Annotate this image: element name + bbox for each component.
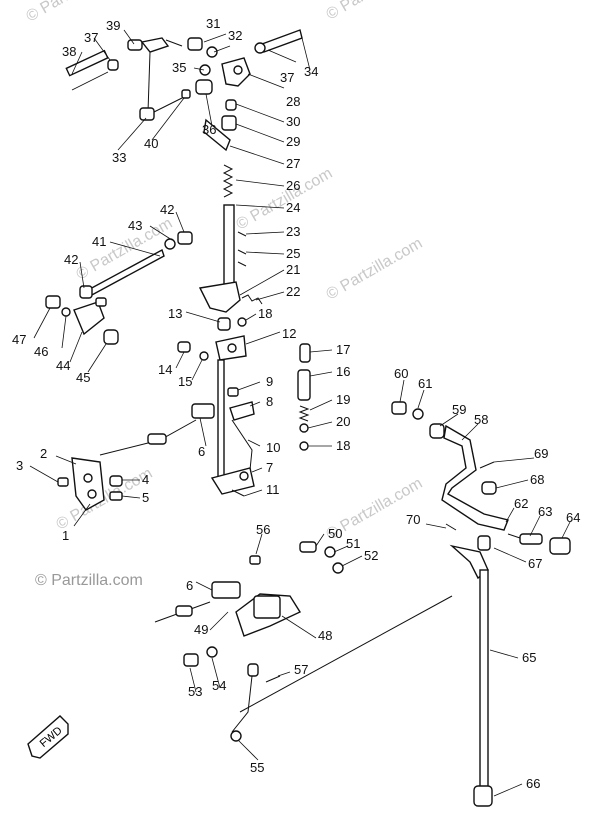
middle-shaft-assembly — [99, 335, 311, 497]
part-label-25: 25 — [286, 246, 300, 261]
part-label-15: 15 — [178, 374, 192, 389]
part-label-47: 47 — [12, 332, 26, 347]
part-label-49: 49 — [194, 622, 208, 637]
part-label-11: 11 — [266, 482, 280, 497]
part-label-63: 63 — [538, 504, 552, 519]
part-label-39: 39 — [106, 18, 120, 33]
part-label-41: 41 — [92, 234, 106, 249]
part-label-54: 54 — [212, 678, 226, 693]
watermark-text: © Partzilla.com — [324, 0, 426, 23]
part-label-28: 28 — [286, 94, 300, 109]
part-label-6: 6 — [186, 578, 193, 593]
part-label-7: 7 — [266, 460, 273, 475]
part-label-51: 51 — [346, 536, 360, 551]
part-label-14: 14 — [158, 362, 172, 377]
part-label-60: 60 — [394, 366, 408, 381]
part-label-66: 66 — [526, 776, 540, 791]
part-label-42: 42 — [160, 202, 174, 217]
part-label-42: 42 — [64, 252, 78, 267]
part-label-3: 3 — [16, 458, 23, 473]
part-label-48: 48 — [318, 628, 332, 643]
right-lever-assembly — [391, 401, 571, 807]
part-label-1: 1 — [62, 528, 69, 543]
watermark-text: © Partzilla.com — [324, 235, 426, 304]
bottom-throttle-assembly: FWD — [27, 541, 453, 759]
part-label-67: 67 — [528, 556, 542, 571]
part-label-37: 37 — [84, 30, 98, 45]
part-label-31: 31 — [206, 16, 220, 31]
part-label-2: 2 — [40, 446, 47, 461]
part-label-4: 4 — [142, 472, 149, 487]
part-label-22: 22 — [286, 284, 300, 299]
part-label-8: 8 — [266, 394, 273, 409]
part-label-9: 9 — [266, 374, 273, 389]
part-label-33: 33 — [112, 150, 126, 165]
watermark-text: © Partzilla.com — [35, 572, 143, 589]
part-label-40: 40 — [144, 136, 158, 151]
part-label-37: 37 — [280, 70, 294, 85]
part-label-53: 53 — [188, 684, 202, 699]
part-label-36: 36 — [202, 122, 216, 137]
part-label-19: 19 — [336, 392, 350, 407]
part-label-6: 6 — [198, 444, 205, 459]
part-label-12: 12 — [282, 326, 296, 341]
part-label-10: 10 — [266, 440, 280, 455]
part-label-27: 27 — [286, 156, 300, 171]
watermark-text: © Partzilla.com — [234, 165, 336, 234]
part-label-68: 68 — [530, 472, 544, 487]
part-label-44: 44 — [56, 358, 70, 373]
part-label-38: 38 — [62, 44, 76, 59]
part-label-46: 46 — [34, 344, 48, 359]
part-label-43: 43 — [128, 218, 142, 233]
part-label-20: 20 — [336, 414, 350, 429]
part-label-50: 50 — [328, 526, 342, 541]
part-label-56: 56 — [256, 522, 270, 537]
part-label-45: 45 — [76, 370, 90, 385]
part-label-23: 23 — [286, 224, 300, 239]
part-label-52: 52 — [364, 548, 378, 563]
part-label-65: 65 — [522, 650, 536, 665]
part-label-64: 64 — [566, 510, 580, 525]
leader-lines — [29, 29, 571, 797]
part-label-18: 18 — [258, 306, 272, 321]
part-label-61: 61 — [418, 376, 432, 391]
part-label-58: 58 — [474, 412, 488, 427]
part-label-16: 16 — [336, 364, 350, 379]
part-label-35: 35 — [172, 60, 186, 75]
part-label-32: 32 — [228, 28, 242, 43]
left-bracket-assembly — [57, 457, 123, 511]
part-label-30: 30 — [286, 114, 300, 129]
part-label-34: 34 — [304, 64, 318, 79]
part-label-18: 18 — [336, 438, 350, 453]
part-label-13: 13 — [168, 306, 182, 321]
part-label-70: 70 — [406, 512, 420, 527]
part-label-59: 59 — [452, 402, 466, 417]
part-label-17: 17 — [336, 342, 350, 357]
part-label-55: 55 — [250, 760, 264, 775]
part-label-5: 5 — [142, 490, 149, 505]
part-label-62: 62 — [514, 496, 528, 511]
part-label-26: 26 — [286, 178, 300, 193]
part-label-69: 69 — [534, 446, 548, 461]
part-label-24: 24 — [286, 200, 300, 215]
part-label-21: 21 — [286, 262, 300, 277]
part-label-57: 57 — [294, 662, 308, 677]
part-label-29: 29 — [286, 134, 300, 149]
part-number-labels: 1 2 3 4 5 6 6 7 8 9 10 11 12 13 14 15 16… — [12, 16, 580, 791]
left-rod-assembly — [45, 231, 193, 345]
